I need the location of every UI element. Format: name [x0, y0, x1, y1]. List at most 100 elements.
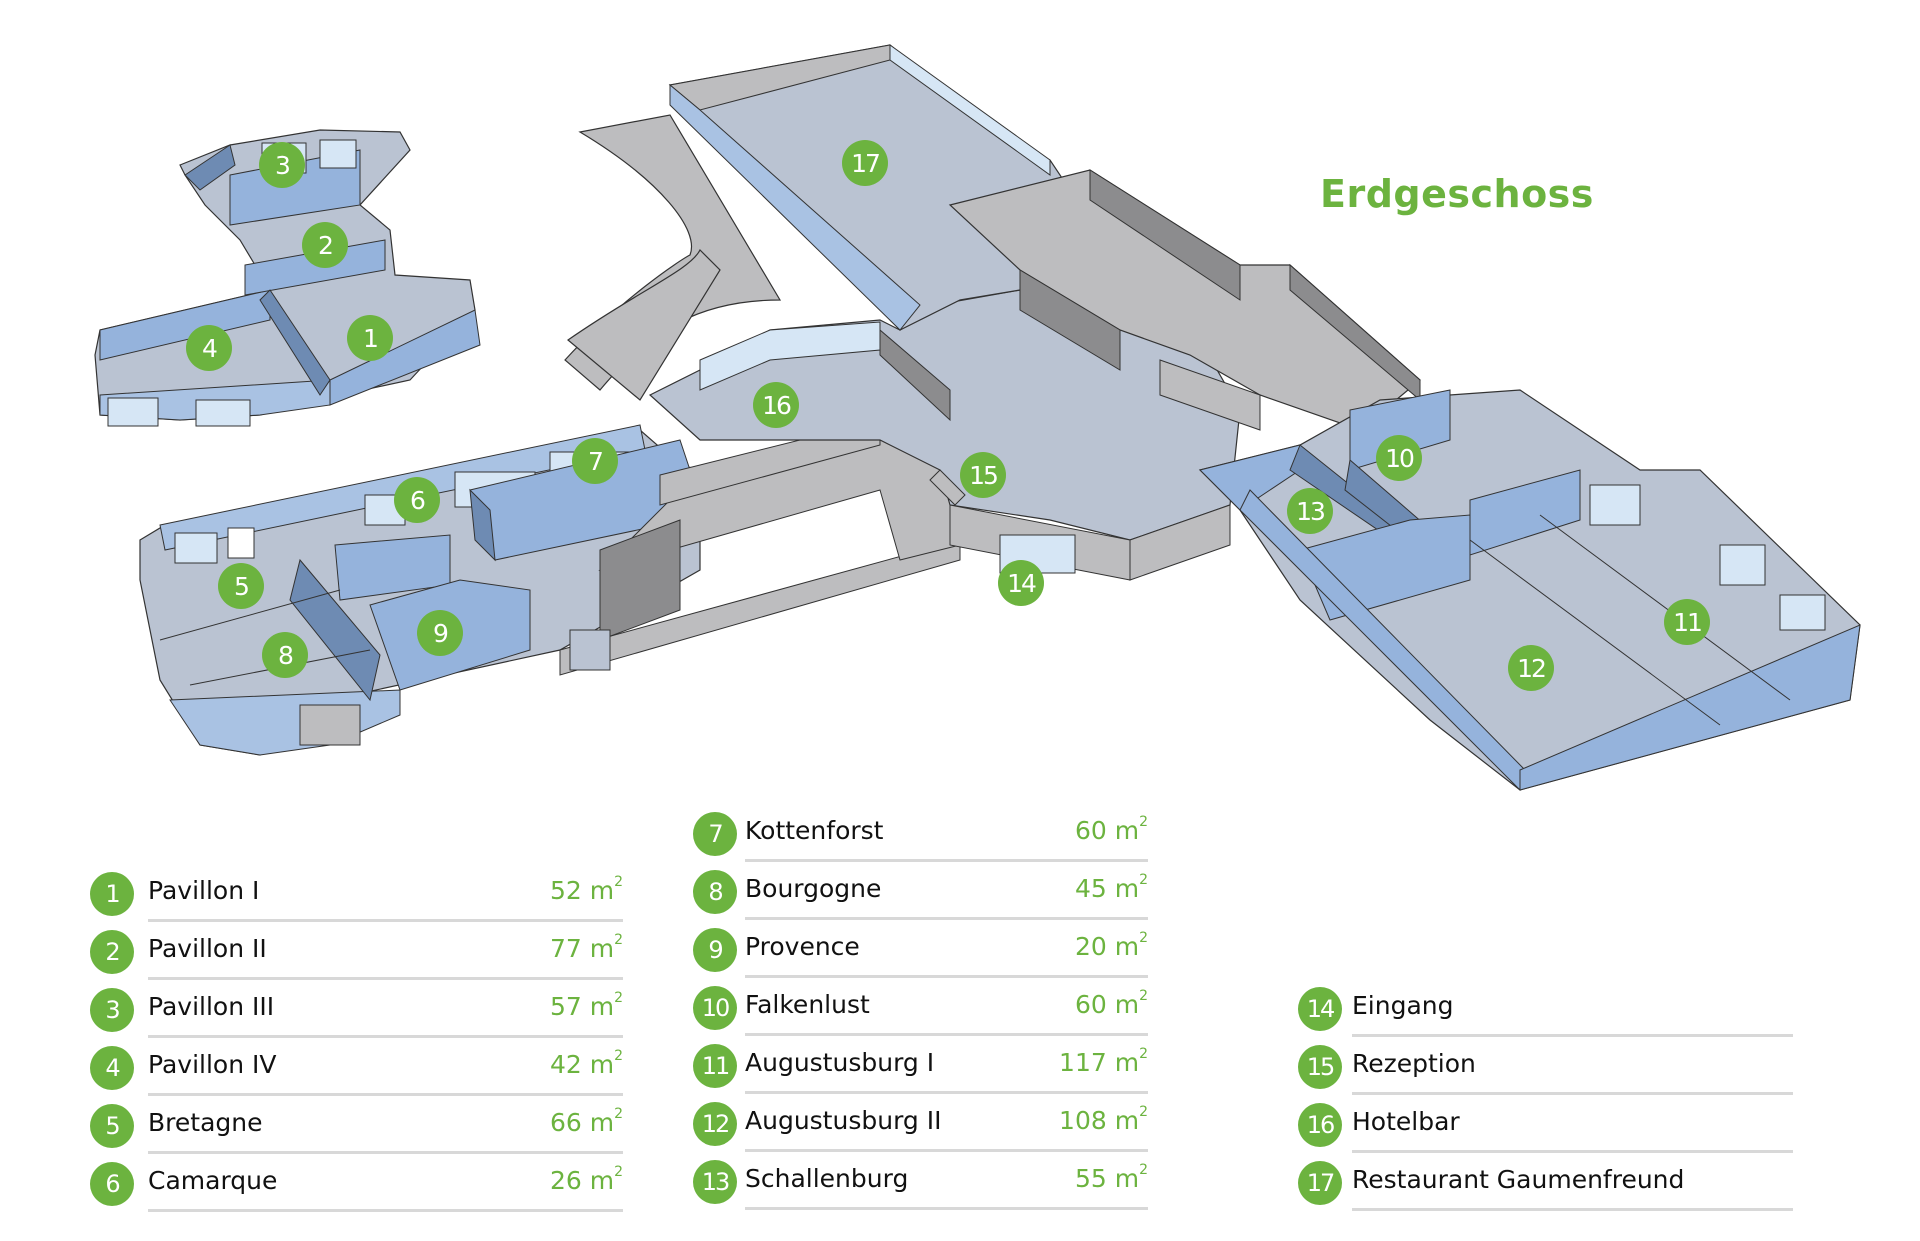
- room-marker-number: 8: [278, 641, 293, 670]
- row-divider: [745, 1149, 1148, 1152]
- row-divider: [1352, 1150, 1793, 1153]
- room-marker[interactable]: 3: [259, 142, 305, 188]
- area-unit-exponent: 2: [614, 874, 623, 890]
- room-name: Pavillon II: [148, 934, 267, 963]
- legend-item: 5 Bretagne 66 m2: [90, 1098, 623, 1156]
- room-area: 66 m2: [549, 1106, 623, 1137]
- room-marker-circle: [347, 315, 393, 361]
- row-divider: [745, 975, 1148, 978]
- row-divider: [148, 977, 623, 980]
- area-unit: m: [1114, 1048, 1140, 1077]
- room-name: Pavillon IV: [148, 1050, 277, 1079]
- room-marker[interactable]: 16: [753, 382, 799, 428]
- room-number-badge: 16: [1298, 1103, 1342, 1147]
- room-number-badge: 12: [693, 1102, 737, 1146]
- room-marker-number: 11: [1673, 608, 1701, 637]
- room-marker-number: 16: [762, 391, 791, 420]
- room-marker[interactable]: 8: [262, 632, 308, 678]
- area-unit-exponent: 2: [1139, 1162, 1148, 1178]
- room-marker-number: 9: [433, 619, 448, 648]
- area-unit: m: [589, 934, 615, 963]
- area-unit: m: [589, 1166, 615, 1195]
- room-area: 42 m2: [550, 1048, 623, 1079]
- room-marker[interactable]: 17: [842, 140, 888, 186]
- room-name: Bretagne: [148, 1108, 263, 1137]
- room-area-value: 117: [1059, 1048, 1107, 1077]
- room-area-value: 60: [1074, 816, 1107, 845]
- room-name: Kottenforst: [745, 816, 884, 845]
- room-name: Camarque: [148, 1166, 278, 1195]
- room-marker-circle: [753, 382, 799, 428]
- room-area: 52 m2: [549, 874, 623, 905]
- area-unit-exponent: 2: [1139, 930, 1148, 946]
- room-marker-circle: [960, 452, 1006, 498]
- room-marker-circle: [1508, 645, 1554, 691]
- room-marker[interactable]: 4: [186, 325, 232, 371]
- room-name: Pavillon III: [148, 992, 275, 1021]
- room-marker[interactable]: 13: [1287, 488, 1333, 534]
- area-unit-exponent: 2: [614, 1048, 623, 1064]
- room-number-badge: 10: [693, 986, 737, 1030]
- room-marker-circle: [842, 140, 888, 186]
- room-name: Augustusburg I: [745, 1048, 935, 1077]
- room-name: Provence: [745, 932, 860, 961]
- room-marker[interactable]: 9: [417, 610, 463, 656]
- room-marker[interactable]: 2: [302, 222, 348, 268]
- room-marker-circle: [259, 142, 305, 188]
- room-area: 45 m2: [1075, 872, 1148, 903]
- room-marker[interactable]: 11: [1664, 599, 1710, 645]
- row-divider: [148, 1093, 623, 1096]
- area-unit: m: [589, 1108, 615, 1137]
- room-number-badge: 8: [693, 870, 737, 914]
- room-marker-number: 15: [969, 461, 997, 490]
- room-marker-circle: [1376, 435, 1422, 481]
- row-divider: [148, 919, 623, 922]
- room-marker[interactable]: 15: [960, 452, 1006, 498]
- room-number-badge: 13: [693, 1160, 737, 1204]
- room-marker[interactable]: 10: [1376, 435, 1422, 481]
- room-area: 77 m2: [549, 932, 623, 963]
- area-unit-exponent: 2: [1139, 814, 1148, 830]
- area-unit: m: [1114, 990, 1140, 1019]
- room-name: Hotelbar: [1352, 1107, 1460, 1136]
- room-number-badge: 1: [90, 872, 134, 916]
- right-wing: [1198, 389, 1861, 791]
- room-marker[interactable]: 5: [218, 563, 264, 609]
- room-area-value: 57: [549, 992, 582, 1021]
- room-marker-number: 17: [851, 149, 879, 178]
- room-marker[interactable]: 7: [572, 438, 618, 484]
- area-unit-exponent: 2: [1139, 1046, 1148, 1062]
- room-area-value: 55: [1074, 1164, 1107, 1193]
- room-marker[interactable]: 1: [347, 315, 393, 361]
- room-marker-circle: [417, 610, 463, 656]
- area-unit: m: [1114, 932, 1140, 961]
- room-area-value: 52: [549, 876, 582, 905]
- room-marker-number: 7: [588, 447, 602, 476]
- area-unit-exponent: 2: [614, 1106, 623, 1122]
- row-divider: [745, 917, 1148, 920]
- room-marker[interactable]: 12: [1508, 645, 1554, 691]
- area-unit: m: [1114, 874, 1140, 903]
- room-area-value: 66: [549, 1108, 582, 1137]
- room-number-badge: 2: [90, 930, 134, 974]
- room-number-badge: 5: [90, 1104, 134, 1148]
- room-marker[interactable]: 6: [394, 477, 440, 523]
- legend-item: 2 Pavillon II 77 m2: [90, 924, 623, 982]
- room-marker[interactable]: 14: [998, 560, 1044, 606]
- room-area: 60 m2: [1074, 814, 1148, 845]
- room-number-badge: 14: [1298, 987, 1342, 1031]
- row-divider: [745, 1033, 1148, 1036]
- room-marker-number: 6: [410, 486, 425, 515]
- room-marker-circle: [1287, 488, 1333, 534]
- area-unit: m: [589, 876, 615, 905]
- area-unit-exponent: 2: [1139, 872, 1148, 888]
- room-area-value: 77: [549, 934, 582, 963]
